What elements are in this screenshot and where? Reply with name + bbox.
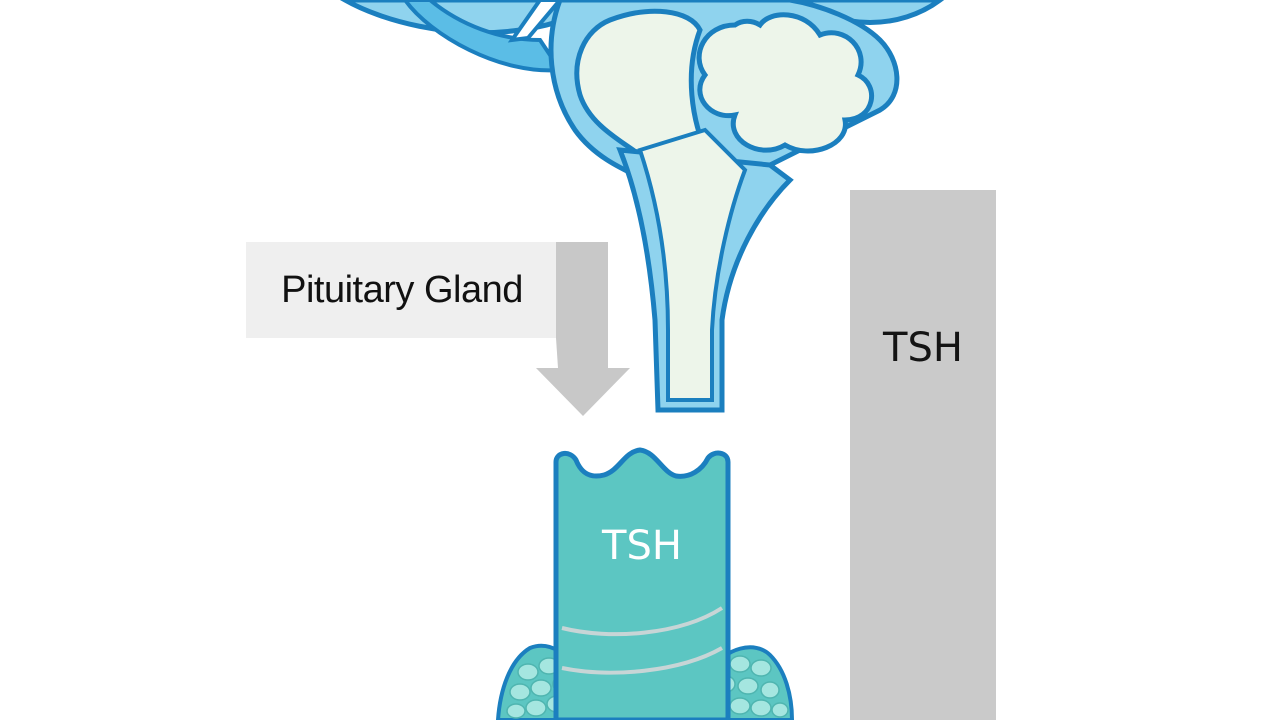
- down-arrow: [536, 242, 630, 416]
- pituitary-label-box: [246, 242, 558, 338]
- stalk-inner: [637, 127, 748, 402]
- thyroid-stalk: [553, 447, 731, 720]
- thyroid-ring-2: [561, 646, 723, 675]
- tsh-bar-label: TSH: [883, 325, 963, 371]
- brain-spike: [507, 0, 563, 43]
- tsh-level-bar: [850, 190, 996, 720]
- thyroid-gland: [495, 447, 795, 720]
- brain-cloud-lobe: [696, 12, 875, 154]
- pituitary-stalk: [616, 127, 794, 413]
- thyroid-ring-1: [561, 606, 724, 637]
- pituitary-gland-label: Pituitary Gland: [281, 268, 523, 311]
- tsh-gland-label: TSH: [602, 523, 682, 569]
